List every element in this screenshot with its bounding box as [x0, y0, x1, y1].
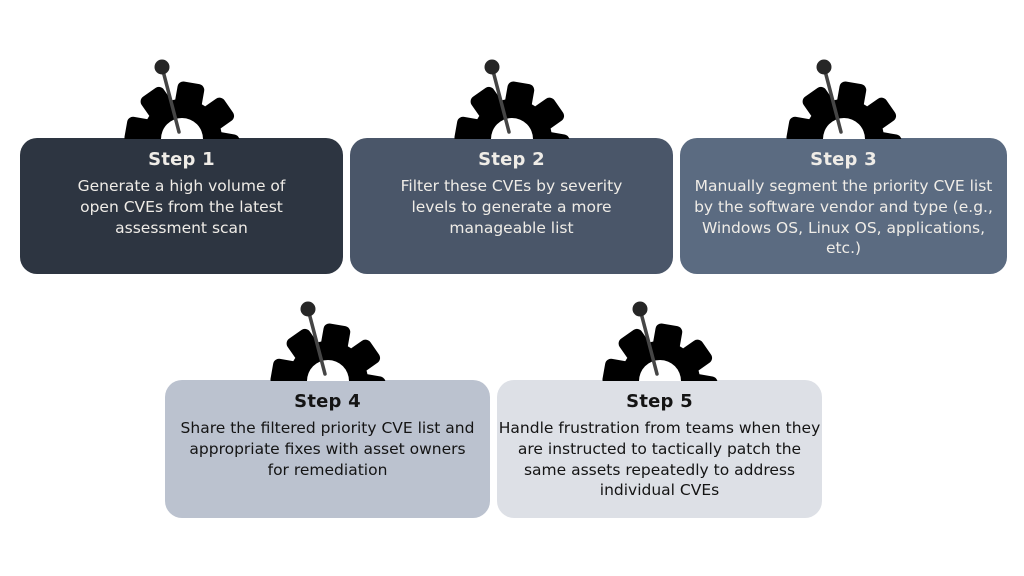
gear-icon — [599, 299, 720, 381]
gear-icon — [783, 57, 904, 139]
step-card-4: Step 4 Share the filtered priority CVE l… — [165, 299, 490, 518]
step-title: Step 1 — [148, 149, 215, 170]
step-card-5: Step 5 Handle frustration from teams whe… — [497, 299, 822, 518]
step-card-1: Step 1 Generate a high volume of open CV… — [20, 57, 343, 274]
gear-icon — [267, 299, 388, 381]
gear-icon — [451, 57, 572, 139]
step-description: Manually segment the priority CVE list b… — [694, 177, 993, 258]
step-title: Step 3 — [810, 149, 877, 170]
step-title: Step 5 — [626, 391, 693, 412]
step-card-3: Step 3 Manually segment the priority CVE… — [680, 57, 1007, 274]
gear-icon — [121, 57, 242, 139]
step-title: Step 4 — [294, 391, 361, 412]
step-description: Filter these CVEs by severity levels to … — [400, 177, 623, 237]
step-description: Handle frustration from teams when they … — [498, 419, 821, 500]
step-description: Generate a high volume of open CVEs from… — [77, 177, 286, 237]
step-title: Step 2 — [478, 149, 545, 170]
step-description: Share the filtered priority CVE list and… — [180, 419, 475, 479]
step-card-2: Step 2 Filter these CVEs by severity lev… — [350, 57, 673, 274]
